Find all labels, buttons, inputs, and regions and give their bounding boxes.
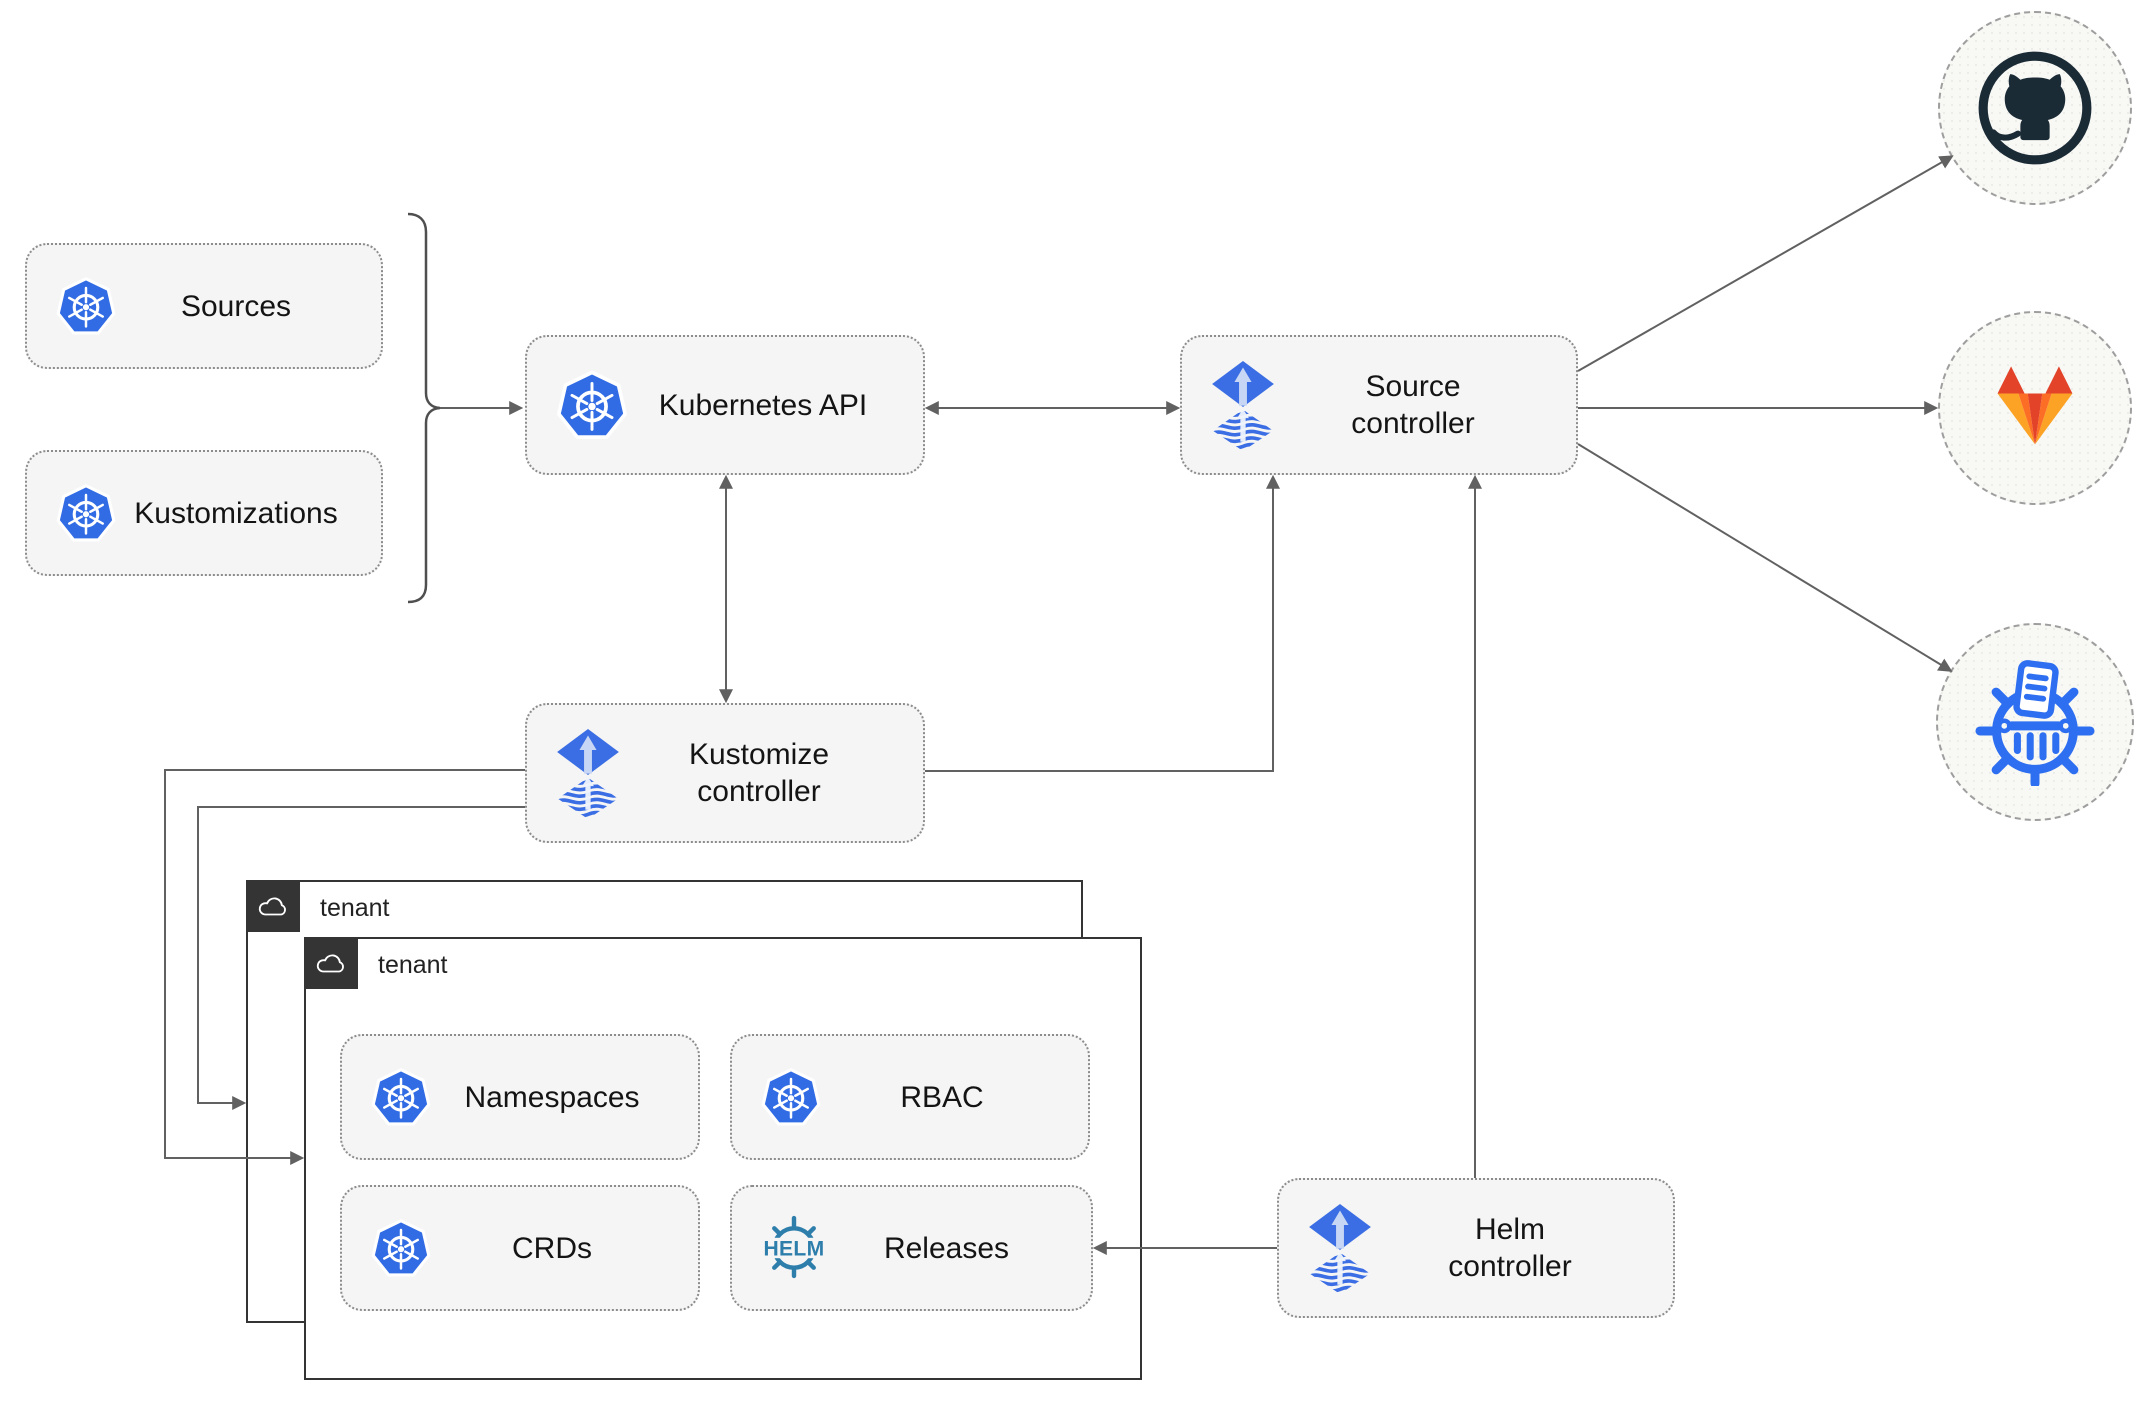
node-label: Kustomizations	[134, 496, 338, 530]
kubernetes-icon	[760, 1066, 822, 1128]
node-label: CRDs	[512, 1231, 592, 1265]
node-label: Sources	[180, 289, 292, 323]
manifests-endpoint	[1936, 623, 2134, 821]
cloud-icon	[257, 895, 289, 918]
kubernetes-icon	[370, 1217, 432, 1279]
node-crds: CRDs	[340, 1185, 700, 1311]
flux-icon	[1210, 359, 1276, 451]
helm-icon: HELM	[760, 1215, 828, 1279]
kubernetes-icon	[55, 275, 117, 337]
node-label: Helm controller	[1448, 1213, 1572, 1283]
node-label: RBAC	[900, 1080, 984, 1114]
kubernetes-icon	[370, 1066, 432, 1128]
node-rbac: RBAC	[730, 1034, 1090, 1160]
helm-wordmark: HELM	[763, 1237, 824, 1260]
tenant-tab	[304, 937, 358, 989]
node-namespaces: Namespaces	[340, 1034, 700, 1160]
kubernetes-icon	[555, 368, 629, 442]
gitlab-endpoint	[1938, 311, 2132, 505]
brace-sources-group	[407, 212, 441, 604]
tenant-label: tenant	[320, 894, 390, 922]
node-helm-controller: Helm controller	[1277, 1178, 1675, 1318]
arrow-source-to-github	[1577, 155, 1954, 372]
node-label: Kubernetes API	[658, 388, 868, 422]
flux-icon	[555, 727, 621, 819]
arrow-kustomize-to-source-controller	[925, 474, 1280, 772]
node-label: Source controller	[1351, 370, 1475, 440]
gitlab-icon	[1983, 361, 2087, 455]
node-label: Namespaces	[464, 1080, 640, 1114]
node-releases: HELM Releases	[730, 1185, 1093, 1311]
github-endpoint	[1938, 11, 2132, 205]
node-kustomizations: Kustomizations	[25, 450, 383, 576]
cloud-icon	[315, 952, 347, 975]
tenant-tab	[246, 880, 300, 932]
flux-icon	[1307, 1202, 1373, 1294]
node-source-controller: Source controller	[1180, 335, 1578, 475]
tenant-label: tenant	[378, 951, 448, 979]
node-label: Kustomize controller	[688, 738, 830, 808]
node-label: Releases	[883, 1231, 1010, 1265]
arrow-source-to-manifests	[1577, 443, 1953, 672]
kubernetes-icon	[55, 482, 117, 544]
node-sources: Sources	[25, 243, 383, 369]
kubernetes-manifests-icon	[1971, 658, 2099, 786]
node-kubernetes-api: Kubernetes API	[525, 335, 925, 475]
node-kustomize-controller: Kustomize controller	[525, 703, 925, 843]
github-icon	[1974, 47, 2096, 169]
